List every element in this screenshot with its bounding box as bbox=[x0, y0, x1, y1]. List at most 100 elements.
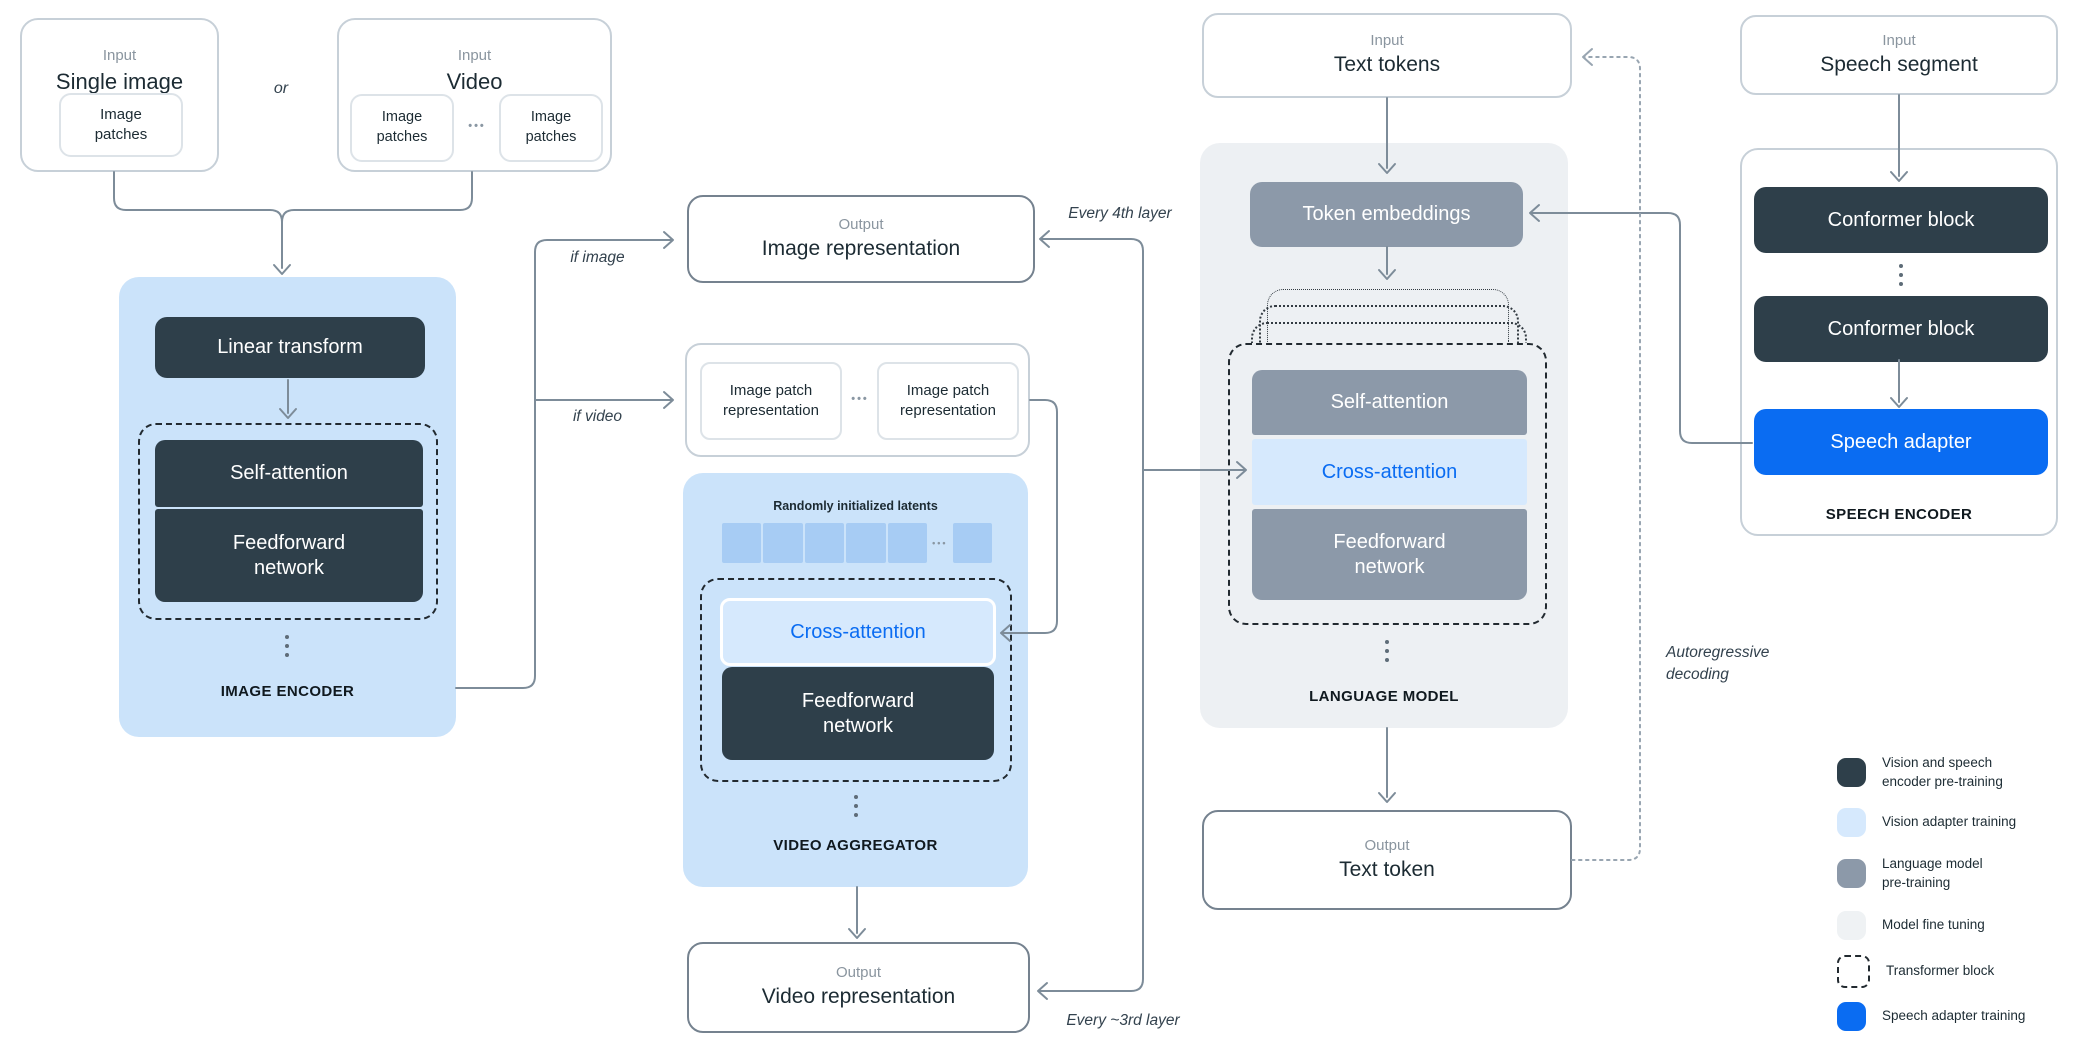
speech-adapter-box: Speech adapter bbox=[1754, 409, 2048, 475]
image-patches-box: Image patches bbox=[59, 93, 183, 157]
latent-square bbox=[804, 523, 845, 563]
or-label: or bbox=[273, 80, 289, 97]
input-speech-title: Speech segment bbox=[1820, 52, 1978, 76]
language-model-self-attention-box: Self-attention bbox=[1252, 370, 1527, 435]
output-video-title: Video representation bbox=[761, 985, 956, 1009]
latents-caption: Randomly initialized latents bbox=[773, 499, 938, 513]
video-aggregator-container: Randomly initialized latents ••• Cross-a… bbox=[683, 473, 1028, 887]
language-model-feedforward-label: Feedforward network bbox=[1333, 530, 1446, 578]
video-aggregator-transformer-block: Cross-attention Feedforward network bbox=[700, 578, 1012, 782]
arrowhead-every-4th-layer bbox=[1039, 230, 1050, 248]
output-video-kicker: Output bbox=[835, 964, 882, 982]
if-video-label: if video bbox=[572, 408, 623, 425]
every-3rd-layer-label: Every ~3rd layer bbox=[1066, 1012, 1180, 1029]
image-patch-representation-container: Image patch representation ••• Image pat… bbox=[685, 343, 1030, 457]
video-image-patches-box-1: Image patches bbox=[350, 94, 454, 162]
legend-swatch-dashed bbox=[1837, 955, 1870, 988]
latent-square bbox=[952, 523, 993, 563]
arrowhead-every-3rd-layer bbox=[1037, 982, 1048, 1000]
arrowhead-into-image-encoder bbox=[273, 264, 291, 275]
wire-autoregressive-loop bbox=[1571, 56, 1641, 861]
output-image-title: Image representation bbox=[761, 236, 961, 260]
wire-video-merge bbox=[281, 171, 473, 223]
patch-row-ellipsis-icon: ••• bbox=[851, 393, 869, 405]
speech-encoder-vertical-dots-icon bbox=[1896, 264, 1906, 286]
language-model-caption: LANGUAGE MODEL bbox=[1309, 688, 1459, 705]
input-text-tokens-kicker: Input bbox=[1370, 32, 1404, 50]
input-text-tokens-box: Input Text tokens bbox=[1202, 13, 1572, 98]
image-encoder-transformer-block: Self-attention Feedforward network bbox=[138, 423, 438, 620]
legend-item: Transformer block bbox=[1837, 955, 1994, 988]
speech-encoder-caption: SPEECH ENCODER bbox=[1825, 506, 1973, 523]
latent-square bbox=[887, 523, 927, 563]
language-model-container: Token embeddings Self-attention Cross-at… bbox=[1200, 143, 1568, 728]
legend-swatch-gray bbox=[1837, 859, 1866, 888]
if-image-label: if image bbox=[570, 249, 625, 266]
linear-transform-label: Linear transform bbox=[217, 336, 363, 358]
video-aggregator-cross-attention-label: Cross-attention bbox=[790, 620, 926, 643]
image-encoder-caption: IMAGE ENCODER bbox=[220, 683, 355, 700]
legend-swatch-blue bbox=[1837, 1002, 1866, 1031]
input-speech-kicker: Input bbox=[1882, 31, 1916, 49]
input-text-tokens-title: Text tokens bbox=[1333, 53, 1441, 77]
wire-encoder-if-image bbox=[455, 239, 673, 689]
video-aggregator-caption: VIDEO AGGREGATOR bbox=[773, 837, 938, 854]
speech-adapter-label: Speech adapter bbox=[1830, 430, 1972, 453]
input-video-title: Video bbox=[446, 69, 503, 94]
arrowhead-if-video bbox=[663, 391, 674, 409]
input-video-box: Input Video Image patches ••• Image patc… bbox=[337, 18, 612, 172]
latent-square bbox=[722, 523, 762, 563]
legend-swatch-light-blue bbox=[1837, 808, 1866, 837]
output-image-representation-box: Output Image representation bbox=[687, 195, 1035, 283]
image-encoder-self-attention-label: Self-attention bbox=[230, 462, 348, 484]
conformer-block-label-1: Conformer block bbox=[1827, 208, 1975, 231]
video-image-patches-box-2: Image patches bbox=[499, 94, 603, 162]
image-encoder-feedforward-label: Feedforward network bbox=[232, 531, 346, 579]
arrowhead-if-image bbox=[663, 231, 674, 249]
input-single-image-title: Single image bbox=[55, 69, 184, 94]
language-model-self-attention-label: Self-attention bbox=[1330, 391, 1449, 413]
conformer-block-label-2: Conformer block bbox=[1827, 317, 1975, 340]
image-patches-label: Image patches bbox=[94, 105, 148, 143]
image-encoder-self-attention-box: Self-attention bbox=[155, 440, 423, 507]
language-model-feedforward-box: Feedforward network bbox=[1252, 509, 1527, 600]
input-speech-segment-box: Input Speech segment bbox=[1740, 15, 2058, 95]
legend-item: Vision adapter training bbox=[1837, 808, 2016, 837]
language-model-transformer-block: Self-attention Cross-attention Feedforwa… bbox=[1228, 343, 1547, 625]
image-patch-representation-box-2: Image patch representation bbox=[877, 362, 1019, 440]
arrowhead-video-output bbox=[848, 928, 866, 939]
legend-swatch-fine-tune bbox=[1837, 911, 1866, 940]
image-patch-representation-label-2: Image patch representation bbox=[900, 381, 996, 419]
video-aggregator-vertical-dots-icon bbox=[851, 795, 861, 817]
legend-item: Speech adapter training bbox=[1837, 1002, 2025, 1031]
output-text-token-box: Output Text token bbox=[1202, 810, 1572, 910]
output-text-kicker: Output bbox=[1364, 836, 1410, 854]
output-image-kicker: Output bbox=[838, 215, 884, 233]
latents-ellipsis-icon: ••• bbox=[932, 538, 948, 548]
wire-single-image-merge bbox=[113, 171, 283, 269]
video-aggregator-feedforward-box: Feedforward network bbox=[722, 667, 994, 760]
language-model-cross-attention-label: Cross-attention bbox=[1321, 460, 1458, 483]
image-patch-representation-box-1: Image patch representation bbox=[700, 362, 842, 440]
video-aggregator-cross-attention-box: Cross-attention bbox=[720, 598, 996, 666]
output-video-representation-box: Output Video representation bbox=[687, 942, 1030, 1033]
language-model-cross-attention-box: Cross-attention bbox=[1252, 439, 1527, 505]
image-encoder-container: Linear transform Self-attention Feedforw… bbox=[119, 277, 456, 737]
image-patch-representation-label-1: Image patch representation bbox=[723, 381, 819, 419]
speech-encoder-container: Conformer block Conformer block Speech a… bbox=[1740, 148, 2058, 536]
conformer-block-box-2: Conformer block bbox=[1754, 296, 2048, 362]
output-text-title: Text token bbox=[1339, 857, 1435, 881]
video-image-patches-label-1: Image patches bbox=[376, 109, 428, 145]
language-model-vertical-dots-icon bbox=[1382, 640, 1392, 662]
arrowhead-autoregressive bbox=[1582, 48, 1593, 66]
latent-square bbox=[763, 523, 803, 563]
video-patches-ellipsis-icon: ••• bbox=[468, 120, 486, 132]
arrowhead-text-output bbox=[1378, 792, 1396, 803]
video-image-patches-label-2: Image patches bbox=[525, 109, 577, 145]
wire-representation-bus bbox=[1038, 238, 1144, 992]
autoregressive-decoding-label: Autoregressive decoding bbox=[1666, 644, 1770, 683]
legend-swatch-dark-navy bbox=[1837, 758, 1866, 787]
image-encoder-vertical-dots-icon bbox=[282, 635, 292, 657]
